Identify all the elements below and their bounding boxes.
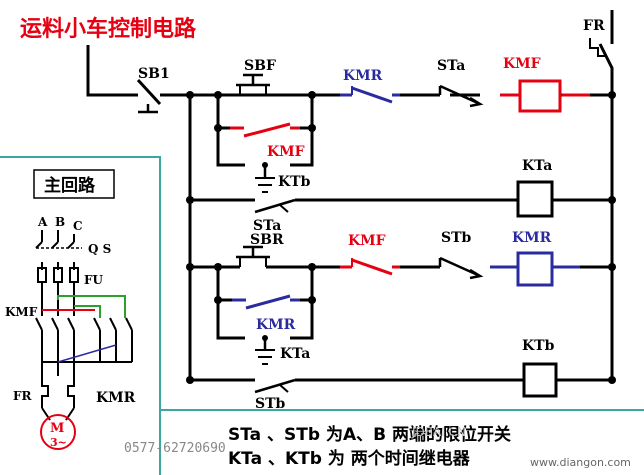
kmr-main-label: KMR	[96, 390, 136, 406]
sbf-terminals	[239, 85, 267, 95]
kmr-coil-label: KMR	[512, 230, 552, 246]
sbf-button	[236, 73, 270, 87]
ktb-coil-label: KTb	[522, 338, 555, 354]
ktb-coil	[522, 362, 558, 398]
sbr-label: SBR	[250, 232, 284, 248]
sb1-contact	[125, 78, 190, 106]
kmf-hold-contact	[230, 122, 300, 138]
diagram-title: 运料小车控制电路	[20, 16, 197, 42]
stb-nc-label: STb	[441, 230, 472, 246]
stb-nc-contact	[438, 256, 484, 280]
kmr-hold-branch	[216, 267, 314, 340]
motor-phase: 3~	[50, 436, 67, 449]
blue-cross-wire	[57, 344, 117, 363]
kmf-hold-branch	[216, 95, 314, 167]
kmf-main-label: KMF	[5, 305, 38, 319]
main-circuit-title: 主回路	[44, 175, 96, 196]
qs-label: Q S	[88, 242, 111, 256]
kmr-hold-contact	[232, 294, 300, 310]
ktb-contact-label: KTb	[278, 174, 311, 190]
left-supply-wire	[86, 45, 125, 97]
sta-no-tip	[279, 204, 289, 213]
kmr-hold-label: KMR	[256, 317, 296, 333]
kta-coil	[516, 180, 554, 218]
ktb-contact-symbol	[255, 177, 275, 193]
kmr-coil	[516, 251, 554, 287]
kmf-nc-contact	[340, 258, 400, 276]
sta-no-label: STa	[253, 218, 281, 234]
fr-nc-contact	[598, 10, 614, 70]
fu-label: FU	[84, 273, 104, 287]
kmf-coil	[518, 79, 562, 113]
sb1-button	[138, 104, 158, 114]
phase-a-label: A	[37, 215, 48, 229]
main-circuit-title-box	[33, 169, 115, 199]
watermark-phone: 0577-62720690	[124, 441, 226, 456]
kmf-coil-label: KMF	[503, 56, 541, 72]
kmr-nc-contact	[340, 86, 400, 104]
main-circuit-wiring	[35, 230, 133, 450]
sb1-label: SB1	[138, 66, 170, 82]
fr-control-label: FR	[583, 18, 605, 34]
green-phase-wire	[57, 295, 126, 318]
main-circuit-frame	[0, 156, 644, 411]
sta-nc-label: STa	[437, 58, 465, 74]
green-phase-wire-2	[74, 305, 101, 318]
note-line-1: STa 、STb 为A、B 两端的限位开关	[228, 424, 511, 445]
watermark-site: www.diangon.com	[530, 456, 631, 469]
sbr-button	[236, 245, 270, 259]
junction-dots	[186, 91, 616, 384]
kmf-nc-label: KMF	[348, 233, 386, 249]
stb-no-contact	[254, 378, 296, 394]
fr-actuator	[589, 38, 606, 57]
kmr-nc-label: KMR	[343, 68, 383, 84]
sta-no-contact	[254, 198, 296, 214]
kta-coil-label: KTa	[522, 158, 552, 174]
sta-nc-contact	[438, 84, 484, 108]
motor-letter: M	[50, 421, 64, 436]
kmf-hold-label: KMF	[267, 144, 305, 160]
note-line-2: KTa 、KTb 为 两个时间继电器	[228, 448, 471, 469]
sbf-label: SBF	[244, 58, 276, 74]
fr-main-label: FR	[13, 389, 33, 403]
phase-b-label: B	[55, 215, 65, 229]
stb-no-tip	[279, 384, 289, 393]
kta-contact-symbol	[255, 349, 275, 365]
phase-c-label: C	[73, 219, 83, 233]
kta-contact-label: KTa	[280, 346, 310, 362]
watermark-faint: JDBAI.CN	[411, 425, 466, 439]
stb-no-label: STb	[255, 396, 286, 412]
sbr-terminals	[239, 257, 267, 267]
